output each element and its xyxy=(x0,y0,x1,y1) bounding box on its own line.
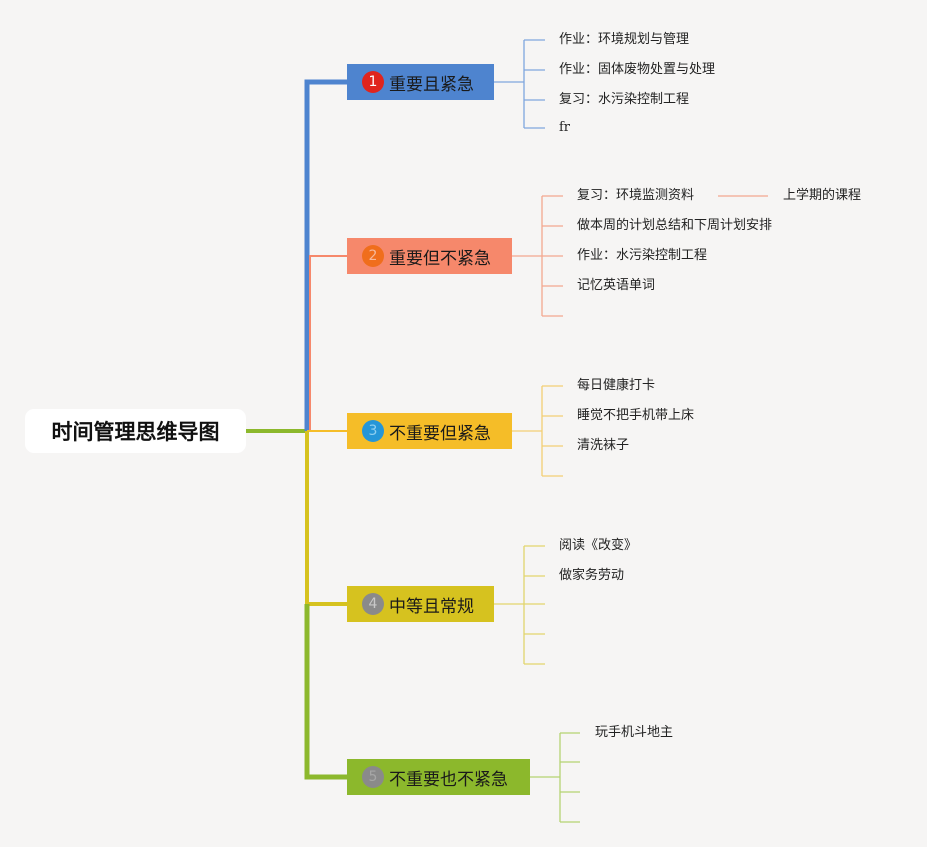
branch-2-connector xyxy=(309,255,347,431)
category-label: 重要且紧急 xyxy=(389,74,474,95)
number-badge-1: 1 xyxy=(362,71,384,93)
branch-5-connector xyxy=(304,604,347,780)
leaf-item[interactable]: 作业：环境规划与管理 xyxy=(559,32,690,47)
leaf-item[interactable]: 复习：水污染控制工程 xyxy=(559,92,690,107)
branch-2-leaf-lines xyxy=(512,195,768,317)
category-node-1[interactable]: 1 重要且紧急 xyxy=(347,64,494,100)
number-badge-5: 5 xyxy=(362,766,384,788)
number-badge-2: 2 xyxy=(362,245,384,267)
number-badge-4: 4 xyxy=(362,593,384,615)
category-node-2[interactable]: 2 重要但不紧急 xyxy=(347,238,512,274)
leaf-item[interactable]: 作业：固体废物处置与处理 xyxy=(559,62,716,77)
root-title: 时间管理思维导图 xyxy=(51,420,220,444)
sub-leaf-item[interactable]: 上学期的课程 xyxy=(783,188,862,203)
category-node-4[interactable]: 4 中等且常规 xyxy=(347,586,494,622)
branch-1-leaf-lines xyxy=(494,39,545,129)
category-label: 不重要但紧急 xyxy=(389,423,491,444)
category-node-5[interactable]: 5 不重要也不紧急 xyxy=(347,759,530,795)
leaf-item[interactable]: 记忆英语单词 xyxy=(577,278,656,293)
leaf-item[interactable]: 睡觉不把手机带上床 xyxy=(577,408,695,423)
category-label: 重要但不紧急 xyxy=(389,248,491,269)
leaf-item[interactable]: 做本周的计划总结和下周计划安排 xyxy=(577,218,773,233)
branch-3-leaf-lines xyxy=(512,385,563,477)
leaf-item[interactable]: 做家务劳动 xyxy=(559,568,625,583)
category-label: 中等且常规 xyxy=(389,596,474,617)
category-node-3[interactable]: 3 不重要但紧急 xyxy=(347,413,512,449)
leaf-item[interactable]: 复习：环境监测资料 xyxy=(577,188,695,203)
root-node[interactable]: 时间管理思维导图 xyxy=(25,409,246,453)
branch-4-leaf-lines xyxy=(494,545,545,665)
branch-4-connector xyxy=(305,431,347,606)
leaf-item[interactable]: 清洗袜子 xyxy=(577,438,630,453)
branch-5-leaf-lines xyxy=(530,732,580,823)
branch-1-connector xyxy=(304,79,347,431)
leaf-item[interactable]: 阅读《改变》 xyxy=(559,538,638,553)
leaf-item[interactable]: 作业：水污染控制工程 xyxy=(577,248,708,263)
number-badge-3: 3 xyxy=(362,420,384,442)
leaf-item[interactable]: 玩手机斗地主 xyxy=(595,725,674,740)
category-label: 不重要也不紧急 xyxy=(389,769,508,790)
leaf-item[interactable]: 每日健康打卡 xyxy=(577,378,656,393)
leaf-item[interactable]: fr xyxy=(559,120,571,135)
